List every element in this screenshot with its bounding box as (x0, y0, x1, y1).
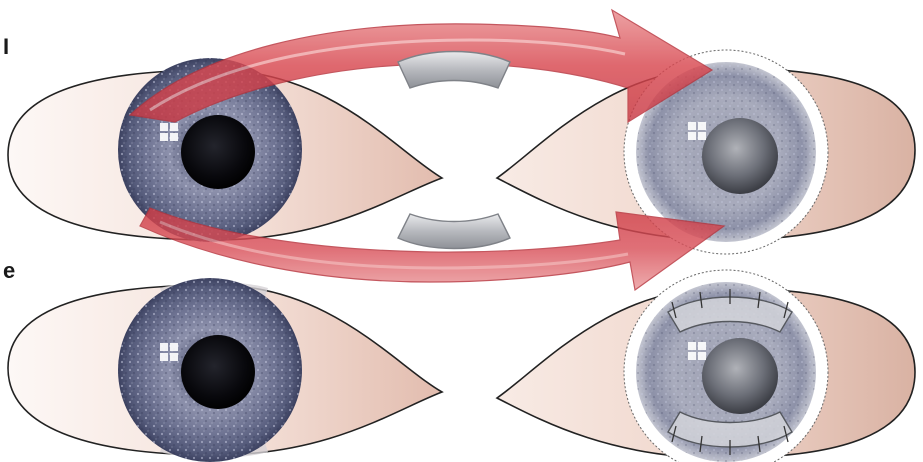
panel-label-bottom: e (3, 258, 15, 284)
donor-eye-bottom (8, 278, 442, 462)
corneal-reflection (160, 123, 168, 131)
limbal-graft-icon-upper (398, 52, 510, 89)
pupil (181, 335, 255, 409)
panel-label-top: I (3, 34, 9, 60)
corneal-reflection (688, 122, 696, 130)
corneal-reflection (160, 343, 168, 351)
recipient-eye-bottom (497, 270, 915, 462)
corneal-reflection (688, 342, 696, 350)
pupil (181, 115, 255, 189)
limbal-graft-icon-lower (398, 214, 510, 249)
pupil (702, 118, 778, 194)
pupil (702, 338, 778, 414)
